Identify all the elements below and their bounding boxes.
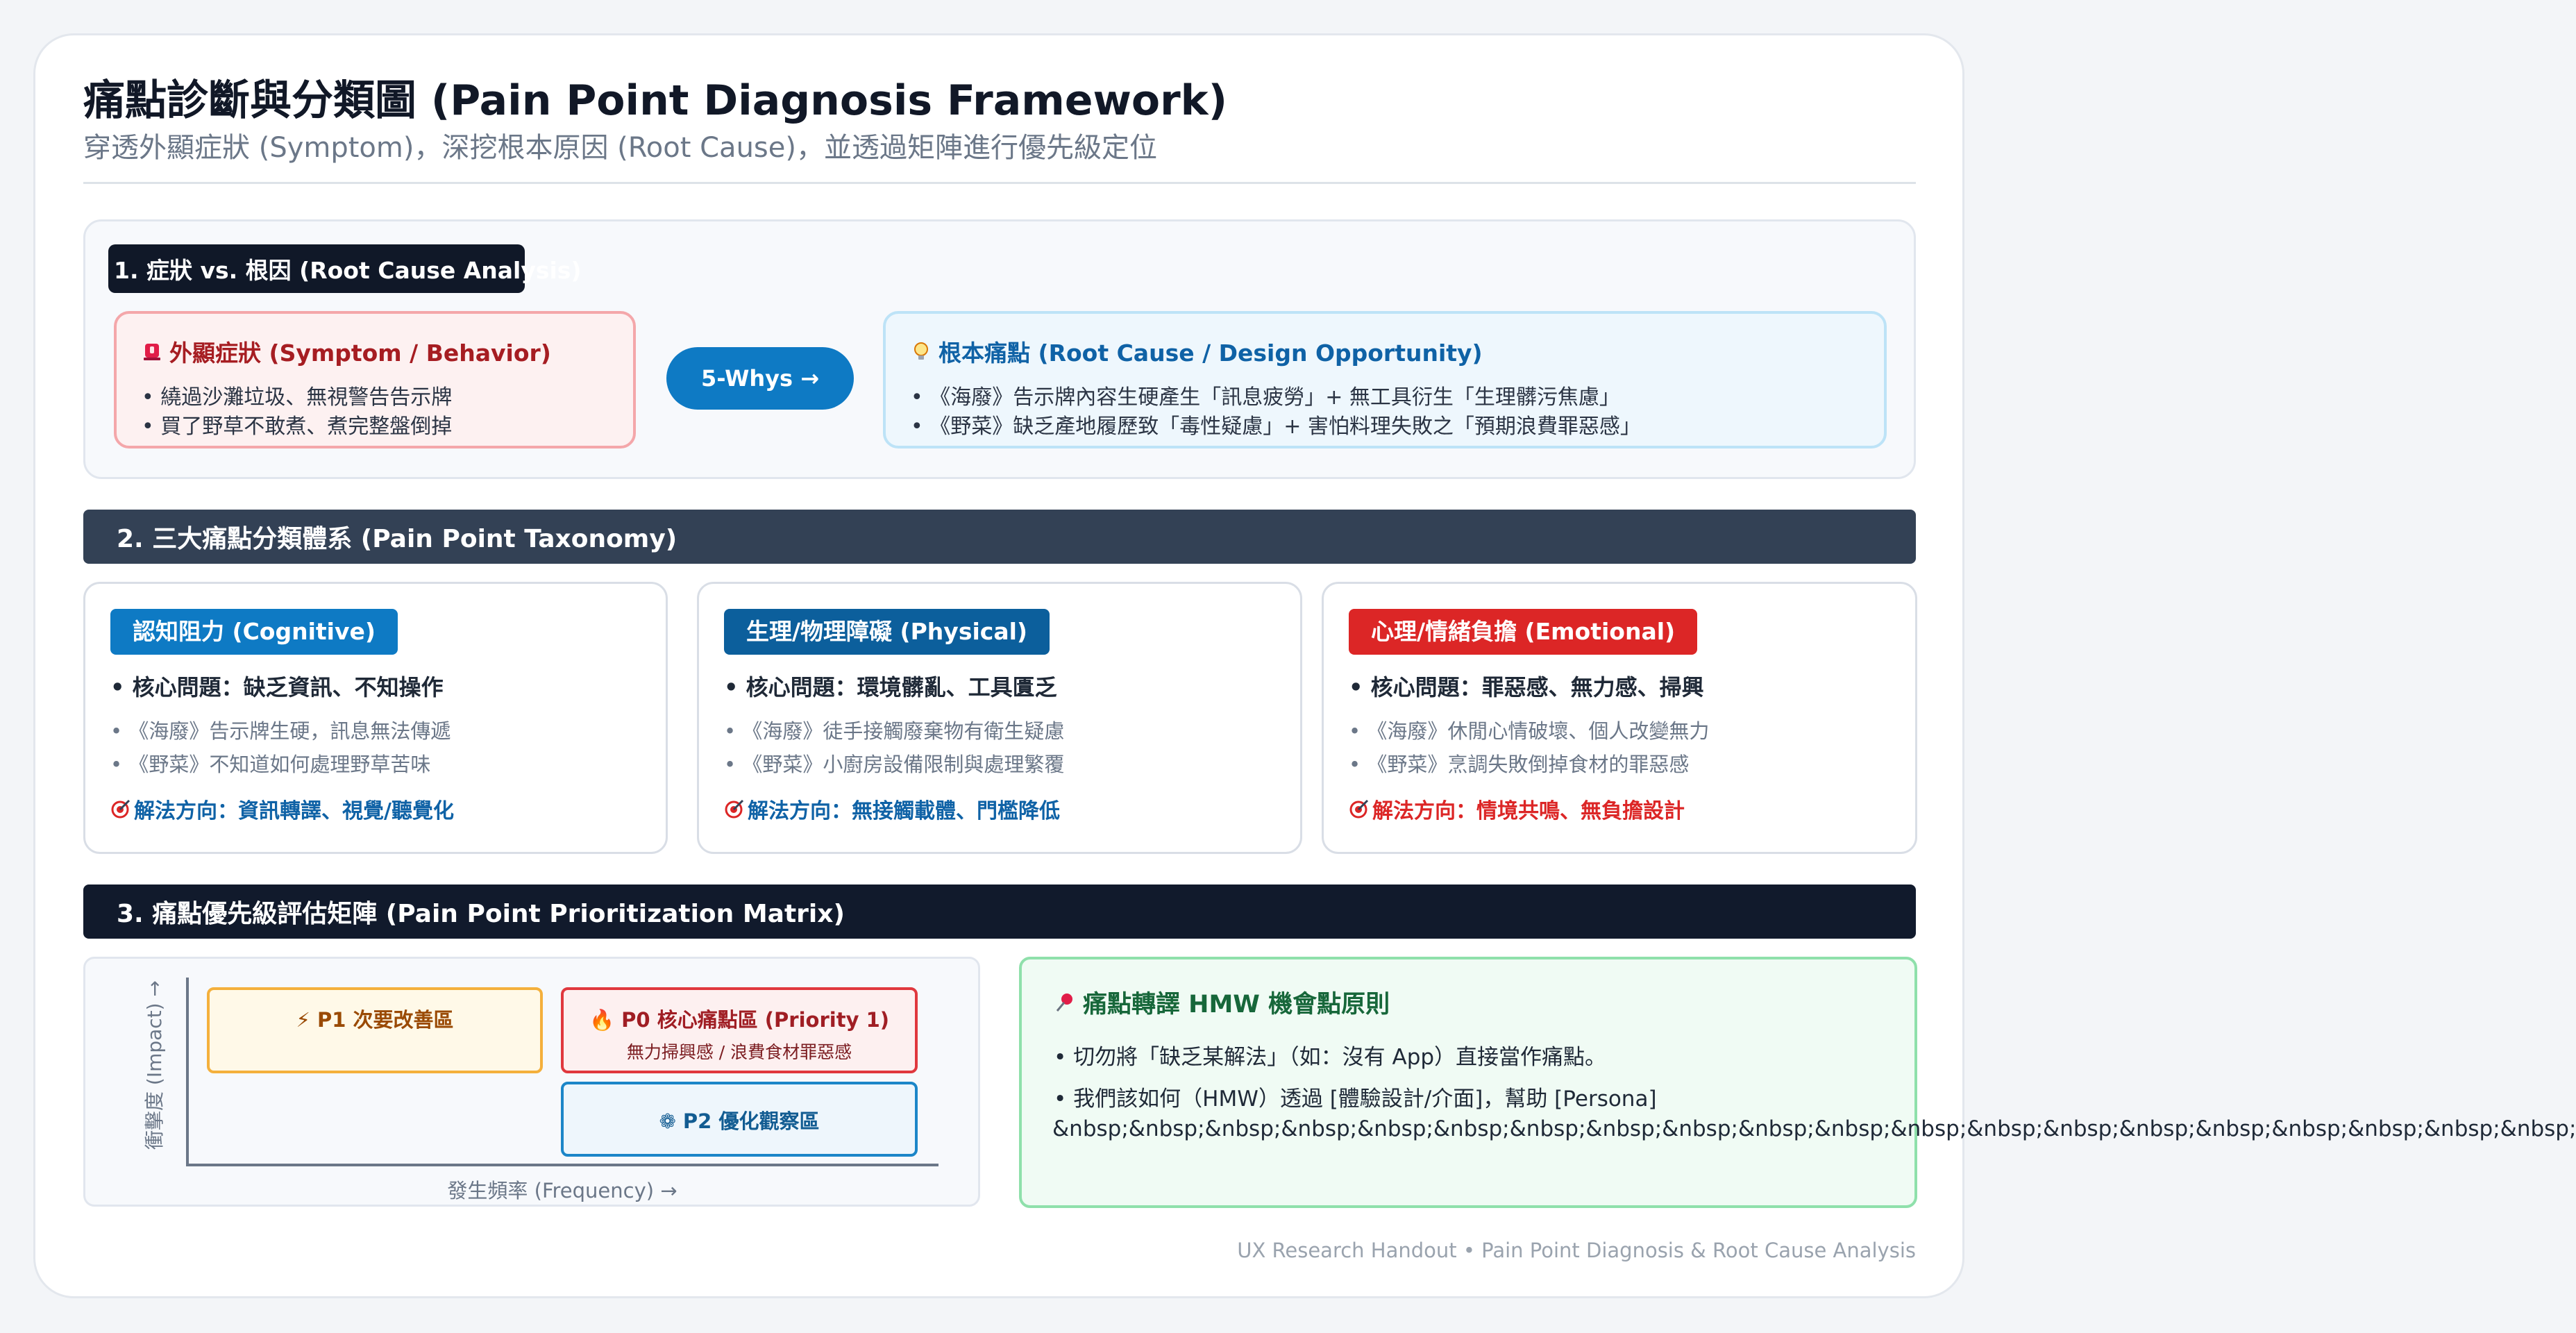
core-problem: • 核心問題：罪惡感、無力感、掃興 bbox=[1349, 674, 1704, 701]
section2-heading: 2. 三大痛點分類體系 (Pain Point Taxonomy) bbox=[83, 510, 1916, 564]
category-chip: 生理/物理障礙 (Physical) bbox=[724, 609, 1050, 655]
taxonomy-card-emotional: 心理/情緒負擔 (Emotional) • 核心問題：罪惡感、無力感、掃興 • … bbox=[1322, 582, 1917, 854]
quadrant-p0-title: 🔥 P0 核心痛點區 (Priority 1) bbox=[589, 1008, 890, 1032]
list-item: • 《野菜》小廚房設備限制與處理繁覆 bbox=[724, 753, 1065, 776]
section3-heading: 3. 痛點優先級評估矩陣 (Pain Point Prioritization … bbox=[83, 885, 1916, 939]
solution-row: 解法方向：資訊轉譯、視覺/聽覺化 bbox=[110, 794, 641, 824]
solution-text: 解法方向：資訊轉譯、視覺/聽覺化 bbox=[134, 799, 454, 823]
pushpin-icon bbox=[1054, 991, 1076, 1014]
quadrant-p2: ❁ P2 優化觀察區 bbox=[561, 1082, 918, 1157]
symptom-title: 外顯症狀 (Symptom / Behavior) bbox=[169, 339, 551, 367]
target-icon bbox=[110, 798, 131, 819]
quadrant-p0-subtitle: 無力掃興感 / 浪費食材罪惡感 bbox=[626, 1042, 852, 1062]
list-item: • 《野菜》缺乏產地履歷致「毒性疑慮」+ 害怕料理失敗之「預期浪費罪惡感」 bbox=[911, 414, 1641, 439]
hmw-overflow-text: &nbsp;&nbsp;&nbsp;&nbsp;&nbsp;&nbsp;&nbs… bbox=[1052, 1116, 2576, 1141]
siren-icon bbox=[142, 341, 162, 362]
hmw-principles-box: 痛點轉譯 HMW 機會點原則 • 切勿將「缺乏某解法」（如：沒有 App）直接當… bbox=[1019, 957, 1917, 1208]
list-item: • 《海廢》告示牌生硬，訊息無法傳遞 bbox=[110, 719, 451, 743]
list-item: • 繞過沙灘垃圾、無視警告告示牌 bbox=[142, 385, 453, 410]
taxonomy-card-physical: 生理/物理障礙 (Physical) • 核心問題：環境髒亂、工具匱乏 • 《海… bbox=[697, 582, 1302, 854]
root-cause-box: 根本痛點 (Root Cause / Design Opportunity) •… bbox=[883, 311, 1887, 448]
quadrant-p0: 🔥 P0 核心痛點區 (Priority 1) 無力掃興感 / 浪費食材罪惡感 bbox=[561, 987, 918, 1073]
lightbulb-icon bbox=[911, 341, 932, 362]
hmw-title-row: 痛點轉譯 HMW 機會點原則 bbox=[1054, 984, 1883, 1020]
example-list: • 《海廢》告示牌生硬，訊息無法傳遞 • 《野菜》不知道如何處理野草苦味 bbox=[110, 714, 641, 781]
hmw-title: 痛點轉譯 HMW 機會點原則 bbox=[1083, 991, 1390, 1018]
taxonomy-card-cognitive: 認知阻力 (Cognitive) • 核心問題：缺乏資訊、不知操作 • 《海廢》… bbox=[83, 582, 668, 854]
symptom-list: • 繞過沙灘垃圾、無視警告告示牌 • 買了野草不敢煮、煮完整盤倒掉 bbox=[142, 383, 608, 442]
root-cause-title: 根本痛點 (Root Cause / Design Opportunity) bbox=[938, 339, 1483, 367]
category-chip: 心理/情緒負擔 (Emotional) bbox=[1349, 609, 1698, 655]
footer-credit: UX Research Handout • Pain Point Diagnos… bbox=[1237, 1239, 1916, 1262]
divider bbox=[83, 182, 1916, 184]
example-list: • 《海廢》休閒心情破壞、個人改變無力 • 《野菜》烹調失敗倒掉食材的罪惡感 bbox=[1349, 714, 1890, 781]
list-item: • 《海廢》休閒心情破壞、個人改變無力 bbox=[1349, 719, 1710, 743]
solution-text: 解法方向：情境共鳴、無負擔設計 bbox=[1372, 799, 1685, 823]
x-axis-line bbox=[186, 1164, 938, 1166]
x-axis-label: 發生頻率 (Frequency) → bbox=[447, 1179, 677, 1202]
list-item: • 買了野草不敢煮、煮完整盤倒掉 bbox=[142, 414, 453, 439]
section1-heading: 1. 症狀 vs. 根因 (Root Cause Analysis) bbox=[108, 244, 582, 293]
list-item: • 我們該如何（HMW）透過 [體驗設計/介面]，幫助 [Persona] bbox=[1054, 1087, 1657, 1112]
solution-row: 解法方向：無接觸載體、門檻降低 bbox=[724, 794, 1275, 824]
quadrant-p1: ⚡ P1 次要改善區 bbox=[207, 987, 543, 1073]
root-cause-list: • 《海廢》告示牌內容生硬產生「訊息疲勞」+ 無工具衍生「生理髒污焦慮」 • 《… bbox=[911, 383, 1859, 442]
target-icon bbox=[1349, 798, 1370, 819]
list-item: • 《海廢》告示牌內容生硬產生「訊息疲勞」+ 無工具衍生「生理髒污焦慮」 bbox=[911, 385, 1620, 410]
list-item: • 《海廢》徒手接觸廢棄物有衛生疑慮 bbox=[724, 719, 1065, 743]
solution-text: 解法方向：無接觸載體、門檻降低 bbox=[748, 799, 1060, 823]
page-title: 痛點診斷與分類圖 (Pain Point Diagnosis Framework… bbox=[83, 76, 1228, 125]
category-chip: 認知阻力 (Cognitive) bbox=[110, 609, 398, 655]
page-subtitle: 穿透外顯症狀 (Symptom)，深挖根本原因 (Root Cause)，並透過… bbox=[83, 132, 1157, 164]
list-item: • 《野菜》不知道如何處理野草苦味 bbox=[110, 753, 431, 776]
list-item: • 《野菜》烹調失敗倒掉食材的罪惡感 bbox=[1349, 753, 1690, 776]
solution-row: 解法方向：情境共鳴、無負擔設計 bbox=[1349, 794, 1890, 824]
y-axis-label: 衝擊度 (Impact) → bbox=[143, 980, 166, 1150]
five-whys-pill: 5-Whys → bbox=[666, 347, 854, 410]
core-problem: • 核心問題：缺乏資訊、不知操作 bbox=[110, 674, 444, 701]
symptom-box: 外顯症狀 (Symptom / Behavior) • 繞過沙灘垃圾、無視警告告… bbox=[114, 311, 636, 448]
hmw-list: • 切勿將「缺乏某解法」（如：沒有 App）直接當作痛點。 • 我們該如何（HM… bbox=[1054, 1037, 1883, 1120]
root-cause-title-row: 根本痛點 (Root Cause / Design Opportunity) bbox=[911, 335, 1859, 368]
list-item: • 切勿將「缺乏某解法」（如：沒有 App）直接當作痛點。 bbox=[1054, 1045, 1607, 1070]
target-icon bbox=[724, 798, 745, 819]
symptom-title-row: 外顯症狀 (Symptom / Behavior) bbox=[142, 335, 608, 368]
core-problem: • 核心問題：環境髒亂、工具匱乏 bbox=[724, 674, 1057, 701]
example-list: • 《海廢》徒手接觸廢棄物有衛生疑慮 • 《野菜》小廚房設備限制與處理繁覆 bbox=[724, 714, 1275, 781]
y-axis-line bbox=[186, 978, 189, 1166]
